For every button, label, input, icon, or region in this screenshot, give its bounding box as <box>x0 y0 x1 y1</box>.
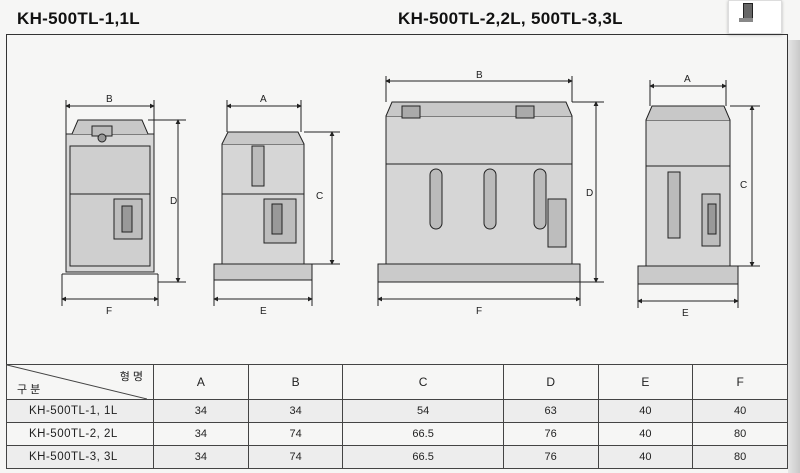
label-c-4: C <box>740 180 747 191</box>
col-header-a: A <box>153 364 249 400</box>
title-right: KH-500TL-2,2L, 500TL-3,3L <box>398 9 623 28</box>
cell-value: 80 <box>692 445 788 469</box>
cell-value: 40 <box>692 399 788 423</box>
label-b-1: B <box>106 94 113 105</box>
label-d-3: D <box>586 188 593 199</box>
dimension-drawings: B F D A E C B F D A E C <box>61 70 760 319</box>
col-header-b: B <box>247 364 344 400</box>
table-row: KH-500TL-2, 2L 34 74 66.5 76 40 80 <box>6 422 788 446</box>
cell-value: 80 <box>692 422 788 446</box>
drawing-4-side <box>637 105 739 285</box>
col-header-c: C <box>342 364 504 400</box>
drawing-1-front <box>61 119 159 282</box>
table-header-row: 형 명 구 분 A B C D E F <box>6 364 788 400</box>
col-header-f: F <box>692 364 788 400</box>
table-row: KH-500TL-1, 1L 34 34 54 63 40 40 <box>6 399 788 423</box>
cell-value: 40 <box>597 399 694 423</box>
cell-value: 34 <box>153 422 249 446</box>
drawing-2-side <box>213 131 313 281</box>
drawing-3-front <box>377 101 581 283</box>
label-e-2: E <box>260 306 267 317</box>
cell-value: 54 <box>342 399 504 423</box>
page-edge <box>788 40 800 473</box>
header-category-label: 구 분 <box>17 384 41 396</box>
cell-value: 34 <box>153 445 249 469</box>
label-d-1: D <box>170 196 177 207</box>
header-model-label: 형 명 <box>119 371 143 383</box>
label-a-2: A <box>260 94 267 105</box>
device-thumbnail-icon[interactable] <box>728 0 782 34</box>
title-left: KH-500TL-1,1L <box>17 9 140 28</box>
cell-value: 34 <box>247 399 344 423</box>
label-f-1: F <box>106 306 112 317</box>
col-header-d: D <box>502 364 599 400</box>
label-f-3: F <box>476 306 482 317</box>
label-e-4: E <box>682 308 689 319</box>
label-b-3: B <box>476 70 483 81</box>
cell-value: 76 <box>502 422 599 446</box>
cell-value: 40 <box>597 422 694 446</box>
label-c-2: C <box>316 191 323 202</box>
row-model: KH-500TL-3, 3L <box>6 445 154 469</box>
cell-value: 40 <box>597 445 694 469</box>
cell-value: 74 <box>247 422 344 446</box>
cell-value: 74 <box>247 445 344 469</box>
row-model: KH-500TL-2, 2L <box>6 422 154 446</box>
cell-value: 66.5 <box>342 445 504 469</box>
cell-value: 66.5 <box>342 422 504 446</box>
dimension-table: 형 명 구 분 A B C D E F KH-500TL-1, 1L 34 34… <box>6 364 788 469</box>
cell-value: 34 <box>153 399 249 423</box>
drawing-frame <box>6 34 788 469</box>
row-model: KH-500TL-1, 1L <box>6 399 154 423</box>
cell-value: 63 <box>502 399 599 423</box>
table-row: KH-500TL-3, 3L 34 74 66.5 76 40 80 <box>6 445 788 469</box>
table-header-corner: 형 명 구 분 <box>6 364 154 400</box>
cell-value: 76 <box>502 445 599 469</box>
label-a-4: A <box>684 74 691 85</box>
col-header-e: E <box>597 364 694 400</box>
